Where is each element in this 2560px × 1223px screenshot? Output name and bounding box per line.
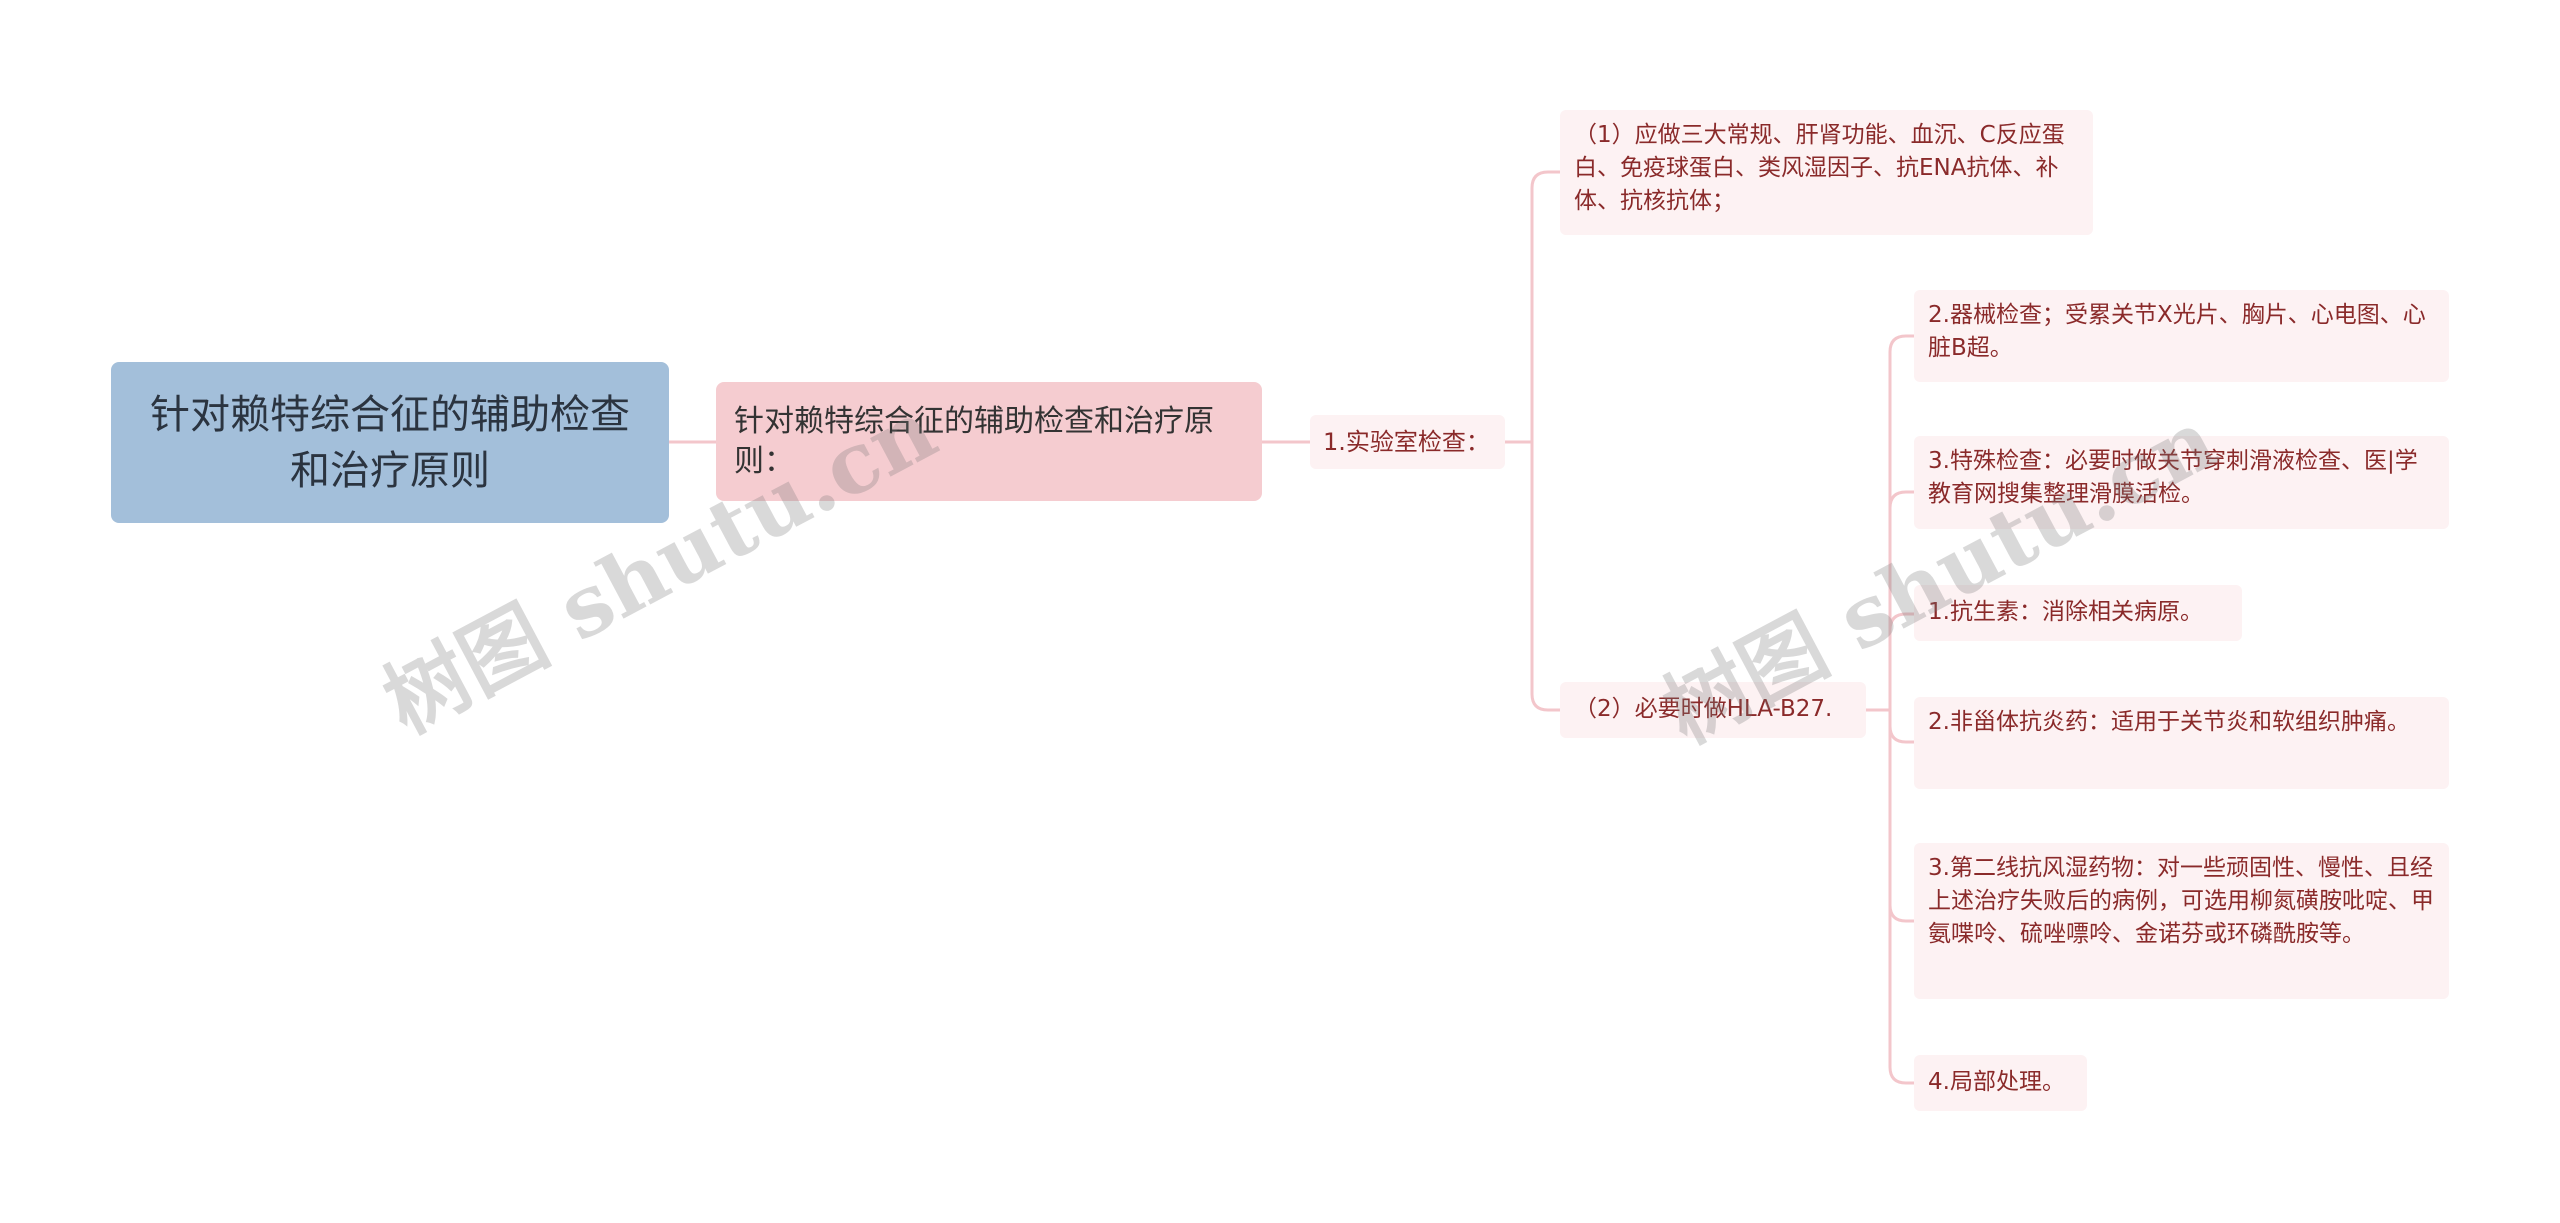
topic-main-branch[interactable]: 针对赖特综合征的辅助检查和治疗原则： xyxy=(716,382,1262,501)
connector-item2-child3 xyxy=(1888,612,1914,710)
topic-antibiotics-text: 1.抗生素：消除相关病原。 xyxy=(1928,599,2203,625)
topic-lab-item-2-text: （2）必要时做HLA-B27. xyxy=(1574,696,1833,722)
root-topic-text: 针对赖特综合征的辅助检查和治疗原则 xyxy=(150,391,630,494)
topic-local-treatment[interactable]: 4.局部处理。 xyxy=(1914,1055,2087,1111)
connector-item2-child1 xyxy=(1888,334,1914,710)
topic-nsaid-text: 2.非甾体抗炎药：适用于关节炎和软组织肿痛。 xyxy=(1928,709,2410,735)
connector-l2-item2 xyxy=(1530,442,1560,712)
topic-second-line-drugs-text: 3.第二线抗风湿药物：对一些顽固性、慢性、且经上述治疗失败后的病例，可选用柳氮磺… xyxy=(1928,855,2434,947)
topic-special-exam-text: 3.特殊检查：必要时做关节穿刺滑液检查、医|学教育网搜集整理滑膜活检。 xyxy=(1928,448,2418,507)
topic-lab-exam[interactable]: 1.实验室检查： xyxy=(1310,415,1505,469)
topic-lab-item-2[interactable]: （2）必要时做HLA-B27. xyxy=(1560,682,1866,738)
topic-main-branch-text: 针对赖特综合征的辅助检查和治疗原则： xyxy=(734,404,1214,479)
topic-special-exam[interactable]: 3.特殊检查：必要时做关节穿刺滑液检查、医|学教育网搜集整理滑膜活检。 xyxy=(1914,436,2449,529)
topic-device-exam[interactable]: 2.器械检查；受累关节X光片、胸片、心电图、心脏B超。 xyxy=(1914,290,2449,382)
topic-lab-item-1-text: （1）应做三大常规、肝肾功能、血沉、C反应蛋白、免疫球蛋白、类风湿因子、抗ENA… xyxy=(1574,122,2065,214)
topic-device-exam-text: 2.器械检查；受累关节X光片、胸片、心电图、心脏B超。 xyxy=(1928,302,2426,361)
connector-l2-item1 xyxy=(1530,170,1560,442)
connector-item2-child2 xyxy=(1888,490,1914,710)
topic-antibiotics[interactable]: 1.抗生素：消除相关病原。 xyxy=(1914,585,2242,641)
topic-lab-item-1[interactable]: （1）应做三大常规、肝肾功能、血沉、C反应蛋白、免疫球蛋白、类风湿因子、抗ENA… xyxy=(1560,110,2093,235)
connector-item2-child4 xyxy=(1888,710,1914,744)
topic-local-treatment-text: 4.局部处理。 xyxy=(1928,1069,2065,1095)
topic-lab-exam-text: 1.实验室检查： xyxy=(1323,428,1490,456)
topic-nsaid[interactable]: 2.非甾体抗炎药：适用于关节炎和软组织肿痛。 xyxy=(1914,697,2449,789)
topic-second-line-drugs[interactable]: 3.第二线抗风湿药物：对一些顽固性、慢性、且经上述治疗失败后的病例，可选用柳氮磺… xyxy=(1914,843,2449,999)
root-topic[interactable]: 针对赖特综合征的辅助检查和治疗原则 xyxy=(111,362,669,523)
connector-item2-child6 xyxy=(1888,710,1914,1085)
